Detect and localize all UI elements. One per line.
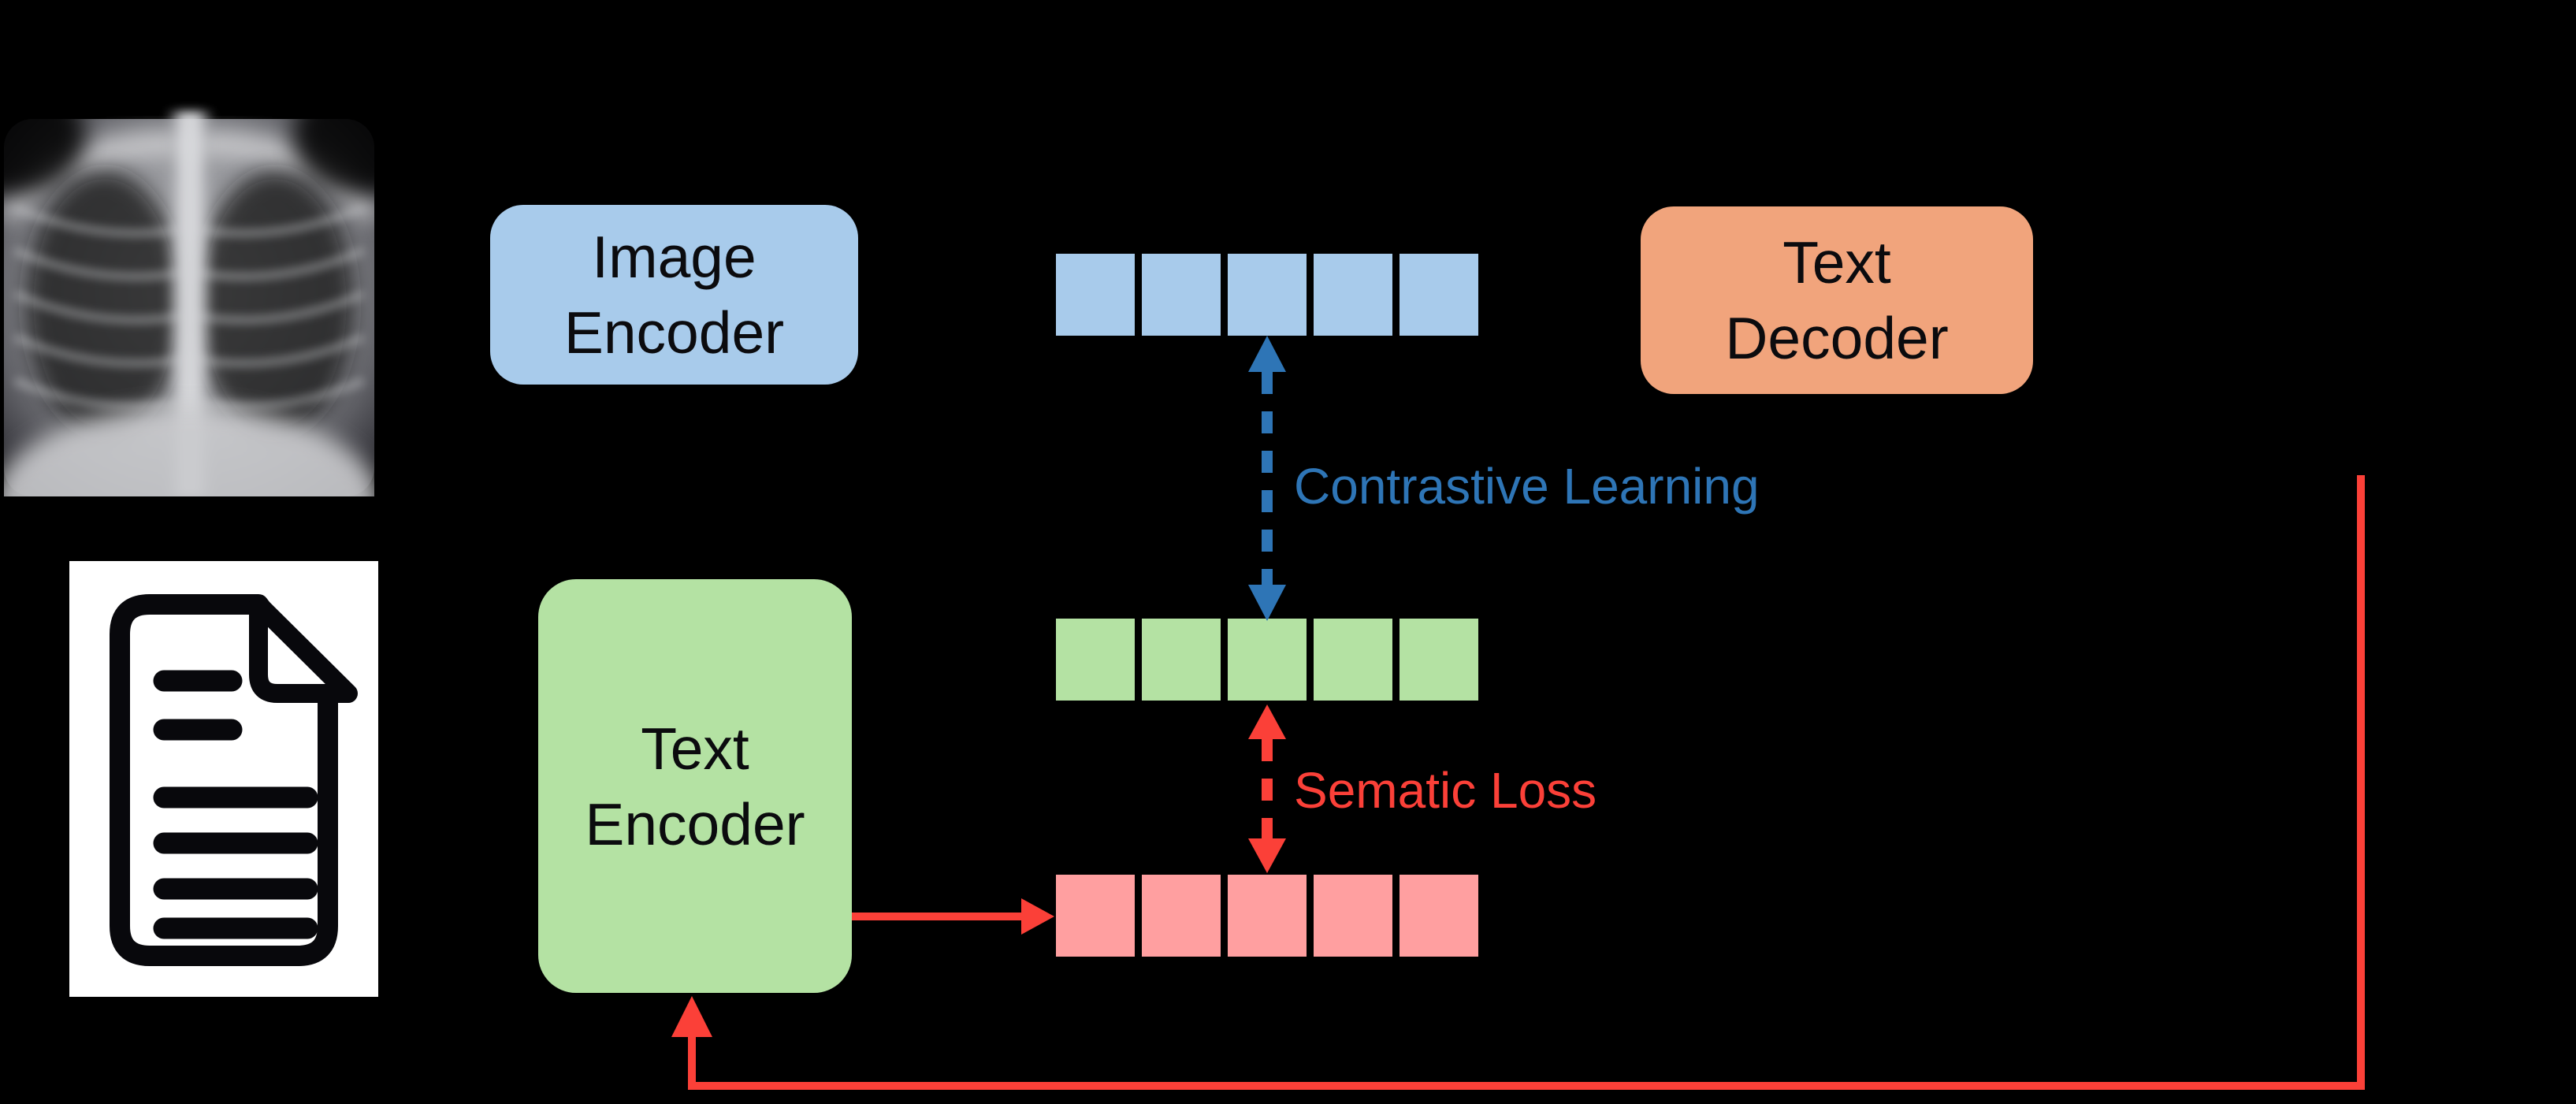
sematic-loss-label: Sematic Loss	[1294, 762, 1597, 819]
embedding-cell	[1142, 254, 1221, 336]
sematic-arrowhead-down	[1248, 838, 1286, 873]
embedding-cell	[1056, 619, 1135, 701]
embedding-cell	[1228, 619, 1307, 701]
text-decoder-box: Text Decoder	[1641, 206, 2033, 394]
image-encoder-box: Image Encoder	[490, 205, 858, 385]
embedding-cell	[1056, 254, 1135, 336]
embedding-cell	[1314, 254, 1392, 336]
embedding-cell	[1142, 875, 1221, 957]
embedding-cell	[1056, 875, 1135, 957]
sematic-arrowhead-up	[1248, 704, 1286, 739]
embedding-cell	[1400, 875, 1478, 957]
encoder-to-embedding-arrowhead	[1021, 898, 1054, 935]
embedding-cell	[1314, 875, 1392, 957]
contrastive-arrowhead-down	[1248, 585, 1286, 621]
embedding-cell	[1228, 254, 1307, 336]
contrastive-arrowhead-up	[1248, 336, 1286, 372]
text-encoder-label: Text Encoder	[585, 715, 805, 857]
report-document-icon	[69, 561, 378, 997]
embedding-cell	[1314, 619, 1392, 701]
image-encoder-label: Image Encoder	[563, 224, 785, 366]
projected-text-embedding-row	[1056, 875, 1478, 957]
text-encoder-box: Text Encoder	[538, 579, 852, 993]
embedding-cell	[1400, 254, 1478, 336]
image-embedding-row	[1056, 254, 1478, 336]
embedding-cell	[1228, 875, 1307, 957]
chest-xray-image	[4, 89, 374, 496]
text-embedding-row	[1056, 619, 1478, 701]
feedback-arrowhead-up	[671, 996, 712, 1037]
text-decoder-label: Text Decoder	[1725, 229, 1949, 371]
embedding-cell	[1400, 619, 1478, 701]
contrastive-learning-label: Contrastive Learning	[1294, 458, 1760, 515]
embedding-cell	[1142, 619, 1221, 701]
